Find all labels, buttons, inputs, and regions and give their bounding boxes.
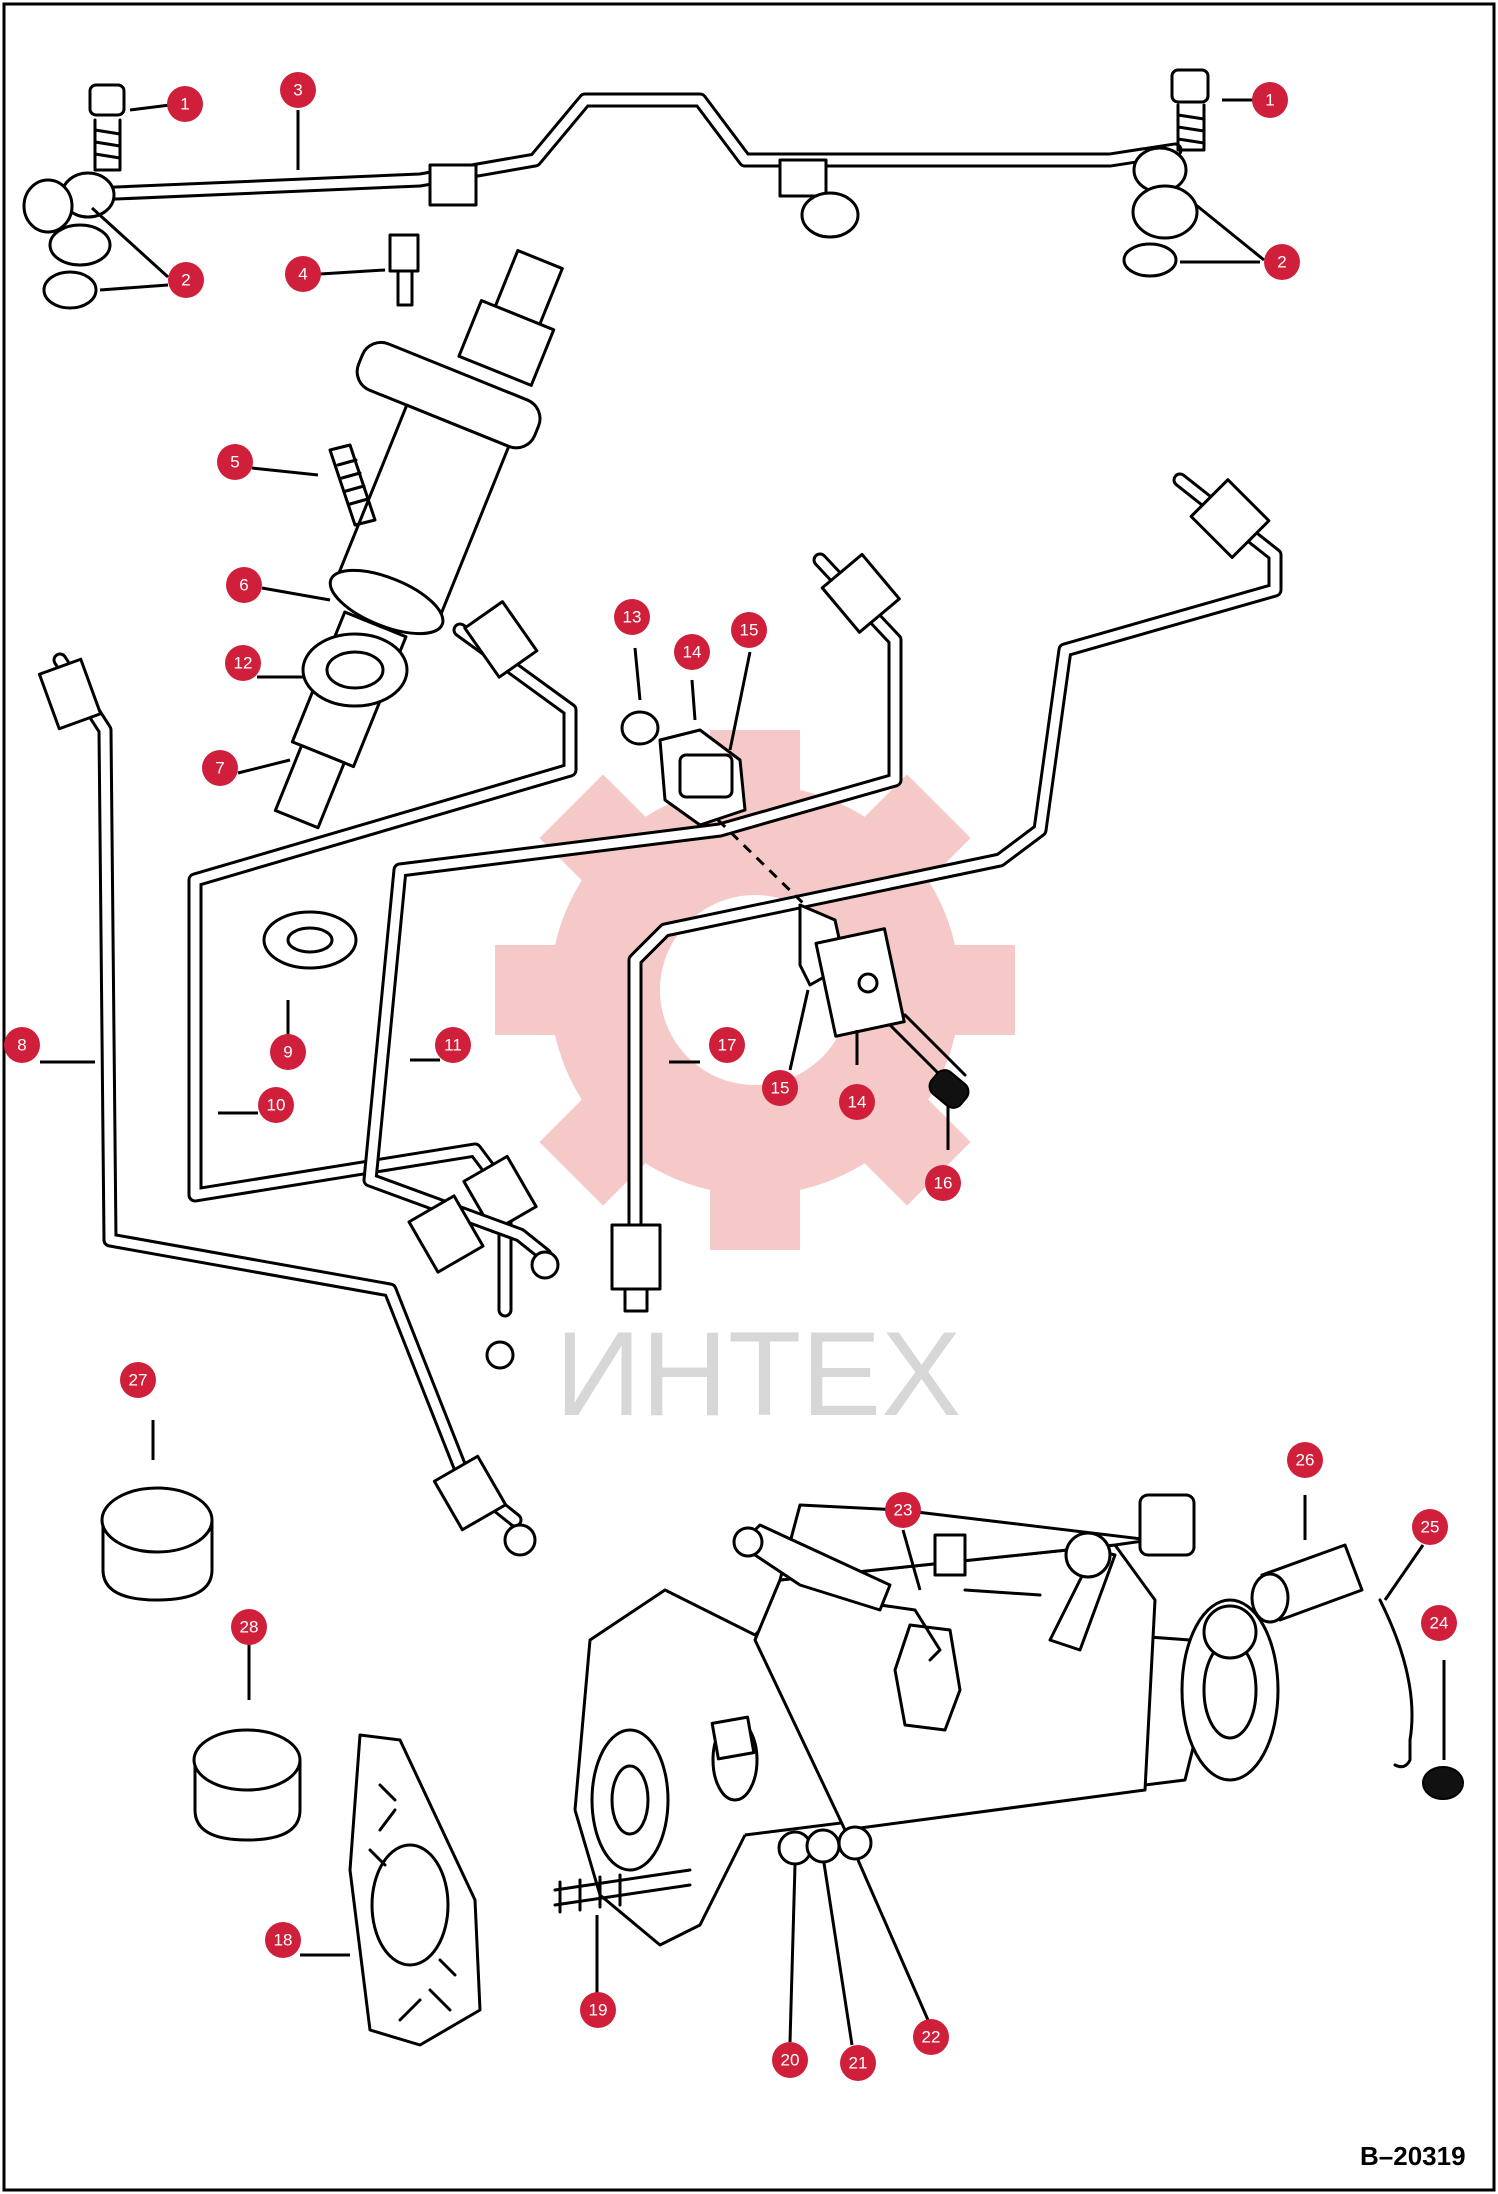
- fuel-line-17: [610, 472, 1283, 1313]
- callout-23: 23: [885, 1492, 921, 1528]
- outlet-fitting: [1250, 1543, 1464, 1800]
- callout-14-bottom: 14: [839, 1084, 875, 1120]
- svg-text:1: 1: [1265, 91, 1274, 110]
- injection-pump: [553, 1493, 1280, 1947]
- return-pipe-assembly: [22, 68, 1210, 310]
- callout-14-top: 14: [674, 634, 710, 670]
- callout-21: 21: [840, 2045, 876, 2081]
- svg-text:1: 1: [180, 95, 189, 114]
- callout-25: 25: [1412, 1509, 1448, 1545]
- fuel-line-11: [362, 552, 903, 1280]
- svg-text:2: 2: [181, 271, 190, 290]
- svg-text:8: 8: [17, 1036, 26, 1055]
- callout-15-top: 15: [731, 612, 767, 648]
- sleeve-27: [100, 1486, 214, 1602]
- pump-gasket: [348, 1733, 482, 2047]
- callout-13: 13: [614, 599, 650, 635]
- callout-8: 8: [4, 1027, 40, 1063]
- callout-badges: 1 1 2 2 3 4 5 6 7 8 9 10 11 12 13 14 14 …: [4, 72, 1457, 2081]
- callout-7: 7: [202, 750, 238, 786]
- svg-text:2: 2: [1277, 253, 1286, 272]
- callout-18: 18: [265, 1922, 301, 1958]
- svg-text:14: 14: [683, 643, 702, 662]
- callout-16: 16: [925, 1165, 961, 1201]
- svg-text:26: 26: [1296, 1451, 1315, 1470]
- injector-assembly: [273, 249, 564, 830]
- callout-6: 6: [226, 567, 262, 603]
- svg-text:3: 3: [293, 81, 302, 100]
- svg-text:28: 28: [240, 1618, 259, 1637]
- svg-text:7: 7: [215, 759, 224, 778]
- svg-text:23: 23: [894, 1501, 913, 1520]
- callout-2-right: 2: [1264, 244, 1300, 280]
- svg-text:15: 15: [771, 1079, 790, 1098]
- svg-text:12: 12: [234, 654, 253, 673]
- callout-26: 26: [1287, 1442, 1323, 1478]
- callout-2-left: 2: [168, 262, 204, 298]
- svg-text:27: 27: [129, 1371, 148, 1390]
- svg-text:10: 10: [267, 1096, 286, 1115]
- clamp-assembly: [620, 710, 970, 1109]
- svg-text:9: 9: [283, 1043, 292, 1062]
- callout-12: 12: [225, 645, 261, 681]
- svg-text:5: 5: [230, 453, 239, 472]
- callout-28: 28: [231, 1609, 267, 1645]
- svg-text:14: 14: [848, 1093, 867, 1112]
- svg-text:25: 25: [1421, 1518, 1440, 1537]
- svg-text:24: 24: [1430, 1614, 1449, 1633]
- fuel-line-10: [187, 600, 578, 1370]
- callout-3: 3: [280, 72, 316, 108]
- callout-22: 22: [913, 2019, 949, 2055]
- callout-24: 24: [1421, 1605, 1457, 1641]
- watermark-text: ИНТЕХ: [555, 1307, 961, 1441]
- svg-text:11: 11: [444, 1036, 462, 1055]
- callout-17: 17: [709, 1027, 745, 1063]
- svg-text:22: 22: [922, 2028, 941, 2047]
- svg-text:4: 4: [298, 265, 307, 284]
- svg-text:16: 16: [934, 1174, 953, 1193]
- callout-9: 9: [270, 1034, 306, 1070]
- callout-5: 5: [217, 444, 253, 480]
- callout-4: 4: [285, 256, 321, 292]
- svg-text:18: 18: [274, 1931, 293, 1950]
- callout-15-bottom: 15: [762, 1070, 798, 1106]
- callout-27: 27: [120, 1362, 156, 1398]
- svg-text:20: 20: [781, 2051, 800, 2070]
- sleeve-28: [192, 1728, 302, 1842]
- callout-11: 11: [435, 1027, 471, 1063]
- callout-19: 19: [580, 1992, 616, 2028]
- callout-1-left: 1: [167, 86, 203, 122]
- svg-text:15: 15: [740, 621, 759, 640]
- svg-text:13: 13: [623, 608, 642, 627]
- drawing-code: B–20319: [1360, 2141, 1466, 2171]
- fuel-line-8: [37, 652, 537, 1557]
- callout-1-right: 1: [1252, 82, 1288, 118]
- svg-text:19: 19: [589, 2001, 608, 2020]
- callout-10: 10: [258, 1087, 294, 1123]
- svg-text:21: 21: [849, 2054, 868, 2073]
- callout-20: 20: [772, 2042, 808, 2078]
- svg-text:6: 6: [239, 576, 248, 595]
- svg-text:17: 17: [718, 1036, 737, 1055]
